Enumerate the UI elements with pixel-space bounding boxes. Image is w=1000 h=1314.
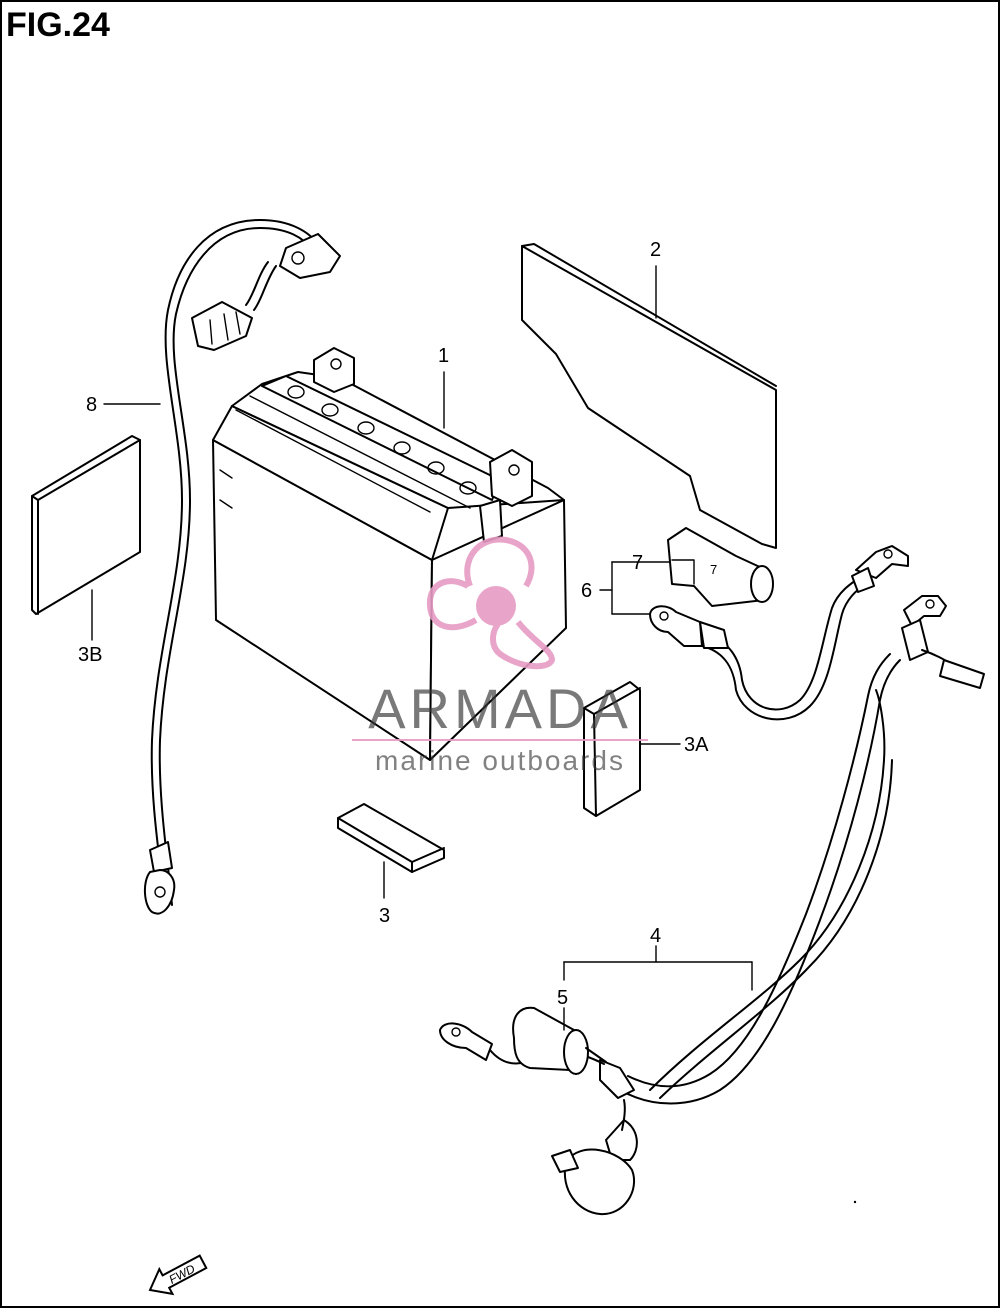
svg-text:7: 7 [710,562,717,577]
callout-3b: 3B [78,644,102,666]
figure-title: FIG.24 [6,6,110,44]
terminal-cover: 7 [667,527,774,607]
callout-labels: 1 2 3 3A 3B 4 5 6 7 8 [78,239,709,1009]
watermark: ARMADA marine outboards [352,536,648,776]
callout-2: 2 [650,239,661,261]
leader-lines [91,265,753,1031]
pad-3a [583,681,641,817]
pad-3b [31,435,141,615]
cap [512,1006,607,1075]
callout-7: 7 [632,552,643,574]
propeller-hub-icon [476,586,516,626]
pad-3 [337,803,445,873]
propeller-logo [426,536,556,670]
fwd-arrow-icon: FWD [148,1254,208,1296]
callout-1: 1 [438,345,449,367]
watermark-brand: ARMADA [368,677,632,740]
callout-6: 6 [581,580,592,602]
battery-cell-caps [287,385,477,495]
plate [521,243,777,549]
callout-3: 3 [379,905,390,927]
cable-negative [439,595,985,1216]
callout-3a: 3A [684,734,709,756]
callout-8: 8 [86,394,97,416]
cable-positive [649,545,909,721]
vent-harness [144,219,341,915]
watermark-tagline: marine outboards [375,745,625,776]
callout-5: 5 [557,987,568,1009]
callout-4: 4 [650,925,661,947]
